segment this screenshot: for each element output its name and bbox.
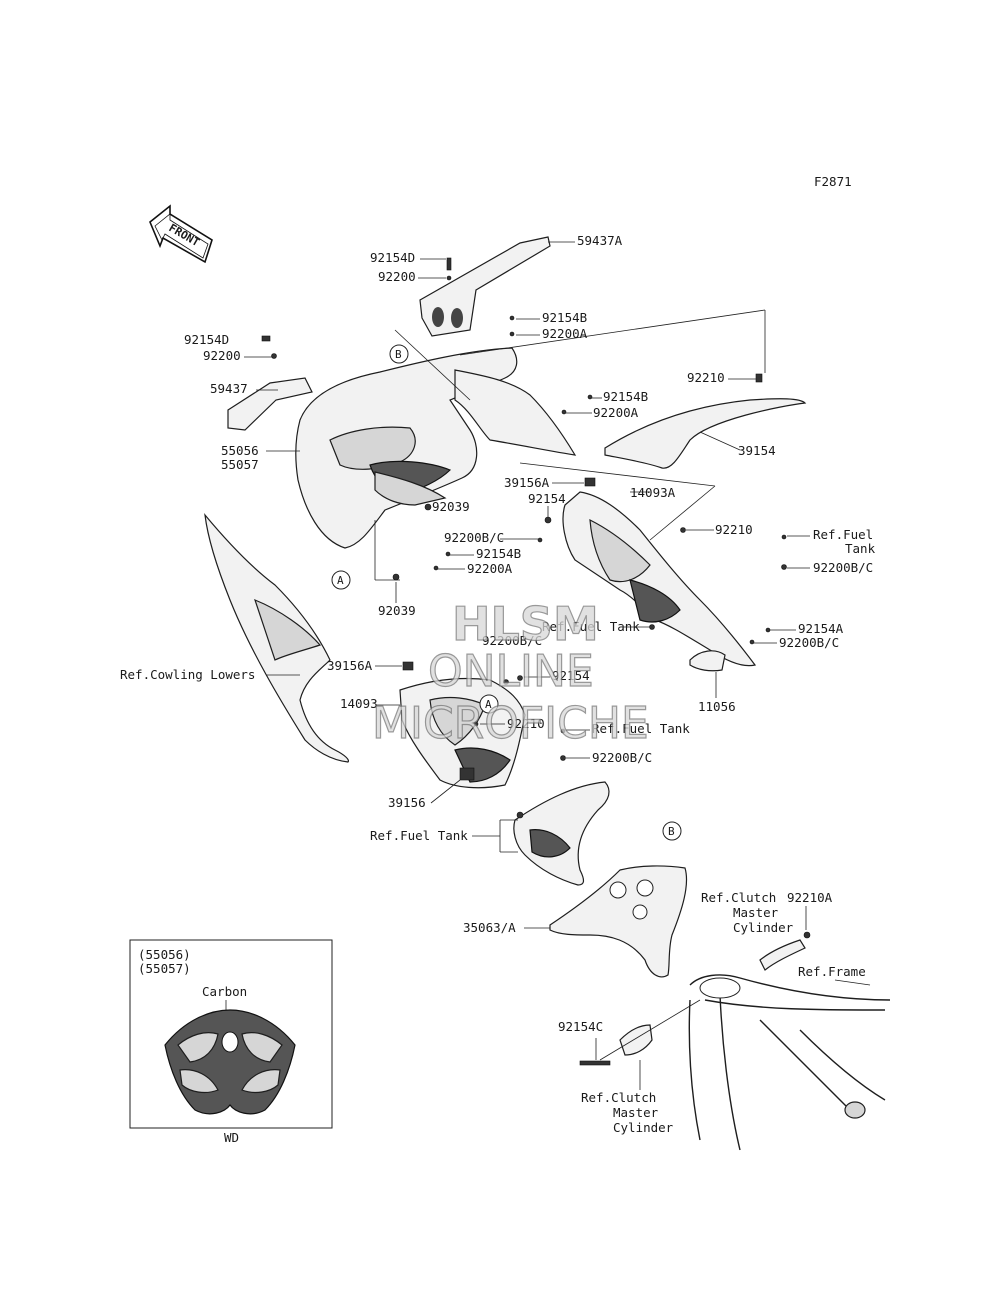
label-ref-fuel-tank-2: Ref.Fuel Tank [542,619,640,634]
svg-text:A: A [485,698,492,711]
label-59437: 59437 [210,381,248,396]
frame [688,939,891,1151]
label-55057: 55057 [221,457,259,472]
inset-material: Carbon [202,984,247,999]
label-92200A-low: 92200A [467,561,513,576]
marker-b-right: B [662,821,682,841]
label-14093: 14093 [340,696,378,711]
inset-carbon: (55056) (55057) Carbon WD [129,939,333,1145]
watermark-line-2: ONLINE [428,646,594,697]
label-ref-clutch-2b: Master [613,1105,659,1120]
fasteners [261,257,811,1066]
right-fairing-14093A [562,491,757,672]
label-92154B-low: 92154B [476,546,521,561]
windshield-39154 [604,398,807,469]
label-39156: 39156 [388,795,426,810]
label-ref-fuel-tank-1: Ref.Fuel [813,527,873,542]
label-92200BC-right: 92200B/C [779,635,839,650]
label-92154-mid: 92154 [528,491,566,506]
label-11056: 11056 [698,699,736,714]
label-39156A-top: 39156A [504,475,550,490]
left-side-panel [204,513,350,763]
label-39156A-low: 39156A [327,658,373,673]
label-92200-left: 92200 [203,348,241,363]
label-ref-clutch-1c: Cylinder [733,920,794,935]
bracket-35063A [524,865,688,978]
label-92200BC-low: 92200B/C [592,750,652,765]
label-92200A-mid: 92200A [593,405,639,420]
svg-text:A: A [337,574,344,587]
label-92154D-left: 92154D [184,332,229,347]
label-92154C: 92154C [558,1019,603,1034]
label-92210-mid: 92210 [715,522,753,537]
label-ref-fuel-tank-1b: Tank [845,541,876,556]
label-92200BC-left: 92200B/C [444,530,504,545]
marker-a-left: A [331,570,351,590]
label-92039-low: 92039 [378,603,416,618]
guide-lines [374,309,766,581]
label-92039-mid: 92039 [432,499,470,514]
label-14093A: 14093A [630,485,676,500]
label-92154B-top: 92154B [542,310,587,325]
clutch-bracket [599,999,701,1061]
upper-cover-59437A [419,236,575,337]
watermark: HLSM ONLINE MICROFICHE [371,596,649,749]
inset-line-2: (55057) [138,961,191,976]
label-ref-fuel-tank-3: Ref.Fuel Tank [592,721,690,736]
label-ref-clutch-2c: Cylinder [613,1120,674,1135]
figure-code: F2871 [814,174,852,189]
label-59437A: 59437A [577,233,623,248]
upper-cowl-55056 [266,347,577,549]
watermark-line-1: HLSM [452,597,599,651]
label-92154-low: 92154 [552,668,590,683]
label-92210-low: 92210 [507,716,545,731]
side-cover-59437 [227,377,313,431]
label-ref-clutch-2a: Ref.Clutch [581,1090,656,1105]
label-ref-fuel-tank-4: Ref.Fuel Tank [370,828,468,843]
part-labels: 92154D 92200 59437A 92154B 92200A 92154D… [120,233,876,1135]
label-92200BC-1: 92200B/C [813,560,873,575]
inner-panel [513,781,610,886]
svg-text:B: B [395,348,402,361]
label-ref-cowling-lowers: Ref.Cowling Lowers [120,667,255,682]
label-39154: 39154 [738,443,776,458]
front-arrow-icon: FRONT [149,204,213,264]
label-92154A: 92154A [798,621,844,636]
label-ref-clutch-1b: Master [733,905,779,920]
label-92200BC-center: 92200B/C [482,633,542,648]
label-92154B-mid: 92154B [603,389,648,404]
label-92200A-top: 92200A [542,326,588,341]
label-35063A: 35063/A [463,920,516,935]
watermark-line-3: MICROFICHE [372,698,649,749]
label-ref-frame: Ref.Frame [798,964,866,979]
label-55056: 55056 [221,443,259,458]
label-92210A: 92210A [787,890,833,905]
label-92154D-top: 92154D [370,250,415,265]
label-92210-top: 92210 [687,370,725,385]
marker-a-center: A [479,694,499,714]
inset-caption: WD [224,1130,239,1145]
marker-b-top: B [389,344,409,364]
inset-line-1: (55056) [138,947,191,962]
label-92200-top: 92200 [378,269,416,284]
label-ref-clutch-1a: Ref.Clutch [701,890,776,905]
svg-text:B: B [668,825,675,838]
